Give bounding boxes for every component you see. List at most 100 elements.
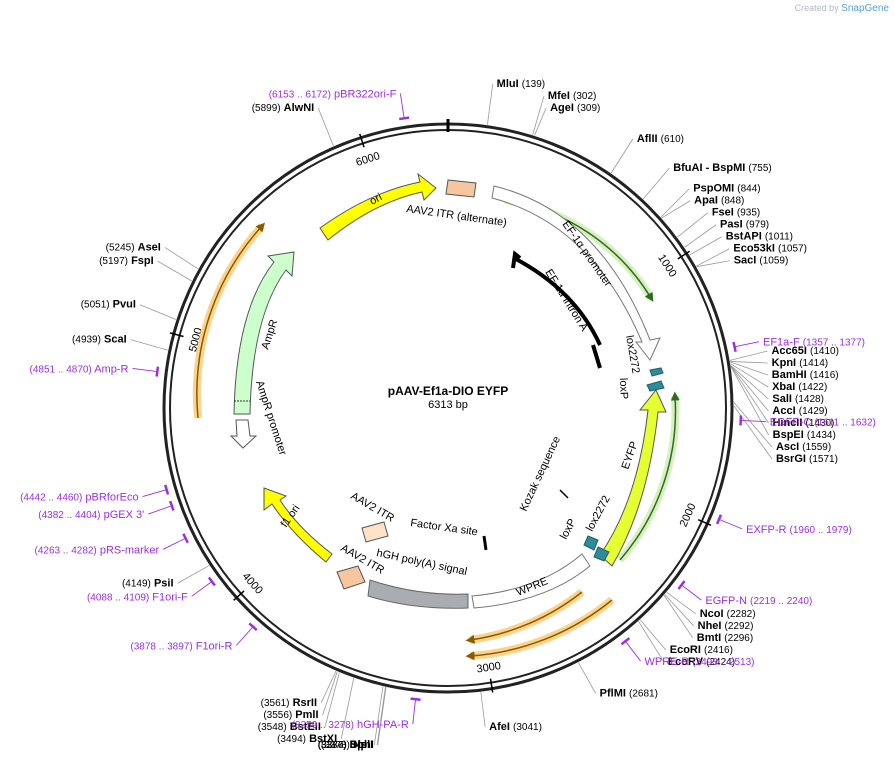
primer-label: (4851 .. 4870) Amp-R	[30, 363, 129, 375]
restriction-site-label: SacI (1059)	[734, 255, 789, 267]
site-connector	[660, 188, 690, 218]
feature-ampr-promoter	[229, 419, 258, 449]
primer-label: (4088 .. 4109) F1ori-F	[87, 591, 188, 603]
site-connector	[610, 138, 634, 174]
scale-tick-label: 2000	[678, 502, 699, 529]
orf-wpre-arrow-2	[465, 599, 613, 661]
feature-loxp-2	[593, 546, 610, 562]
label-ampr-promoter: AmpR promoter	[253, 379, 289, 457]
restriction-site-label: AccI (1429)	[772, 405, 827, 417]
site-connector	[578, 662, 597, 694]
restriction-site-label: MluI (139)	[497, 78, 545, 90]
primer-connector	[191, 581, 213, 597]
site-connector	[733, 402, 773, 448]
site-connector	[177, 565, 210, 584]
feature-factor-xa	[482, 535, 488, 551]
restriction-site-label: (3494) BstXI	[277, 733, 337, 745]
scale-tick	[233, 590, 245, 601]
restriction-site-label: PflMI (2681)	[600, 687, 658, 699]
site-connector	[320, 670, 337, 704]
site-connector	[666, 592, 696, 615]
feature-ampr	[233, 251, 295, 415]
site-connector	[730, 363, 769, 388]
orf-eyfp-arrow	[619, 391, 680, 561]
scale-tick	[489, 678, 494, 693]
primer-connector	[412, 699, 416, 725]
restriction-site-label: AfeI (3041)	[489, 721, 542, 733]
label-aav2-itr-1: AAV2 ITR	[349, 490, 397, 524]
feature-ef1a-intron	[511, 250, 602, 369]
restriction-site-label: (3548) BstEII	[258, 721, 321, 733]
orf-wpre-arrow-1	[465, 591, 583, 644]
site-connector	[340, 677, 355, 740]
feature-lox2272-1	[649, 367, 664, 377]
primer-mark	[164, 484, 170, 495]
scale-tick	[697, 518, 712, 527]
restriction-site-label: PasI (979)	[720, 219, 769, 231]
site-connector	[642, 167, 670, 200]
site-connector	[639, 619, 667, 651]
restriction-site-label: KpnI (1414)	[772, 357, 828, 369]
scale-tick	[169, 332, 184, 338]
label-ef1a-intron: EF-1α intron A	[542, 267, 590, 334]
primer-connector	[142, 489, 167, 498]
primer-label: (3878 .. 3897) F1ori-R	[130, 640, 232, 652]
site-connector	[532, 95, 545, 135]
feature-loxp-1	[646, 380, 665, 392]
restriction-site-label: AflII (610)	[637, 133, 684, 145]
plasmid-name: pAAV-Ef1a-DIO EYFP	[388, 384, 508, 398]
site-connector	[684, 224, 717, 248]
restriction-site-label: BspEI (1434)	[773, 429, 836, 441]
primer-connector	[625, 640, 641, 662]
site-connector	[696, 260, 730, 268]
feature-aav2-itr-1	[361, 521, 389, 543]
primer-label: EXFP-R (1960 .. 1979)	[746, 524, 852, 536]
restriction-site-label: BfuAI - BspMI (755)	[673, 162, 772, 174]
feature-hgh-polya	[367, 579, 469, 609]
site-lines	[130, 84, 773, 746]
orf-left-arrow	[196, 222, 266, 419]
primer-connector	[740, 420, 766, 422]
scale-tick-label: 4000	[240, 571, 265, 597]
site-connector	[696, 248, 730, 267]
restriction-site-label: SalI (1428)	[772, 393, 824, 405]
feature-ori	[319, 172, 437, 241]
site-connector	[376, 687, 386, 746]
restriction-site-label: (3376) SphI	[318, 739, 374, 751]
site-connector	[661, 200, 691, 219]
primer-connector	[132, 368, 158, 373]
restriction-site-label: EcoRV (2424)	[668, 656, 735, 668]
brand-name: SnapGene	[841, 3, 889, 14]
restriction-site-label: (3387) BlpI	[318, 739, 371, 751]
restriction-site-label: FseI (935)	[712, 207, 760, 219]
restriction-site-label: Eco53kI (1057)	[733, 243, 807, 255]
site-connector	[677, 212, 709, 238]
feature-lox2272-2	[583, 535, 599, 551]
primer-label: (4442 .. 4460) pBRforEco	[20, 492, 139, 504]
primer-connector	[681, 584, 702, 601]
restriction-site-label: Acc65I (1410)	[771, 345, 838, 357]
site-connector	[164, 247, 199, 270]
restriction-site-label: AgeI (309)	[550, 102, 600, 114]
label-kozak: Kozak sequence	[518, 434, 563, 513]
site-labels: MluI (139)MfeI (302)AgeI (309)AflII (610…	[72, 78, 839, 751]
restriction-site-label: NheI (2292)	[698, 620, 754, 632]
restriction-site-label: BmtI (2296)	[697, 632, 753, 644]
primer-connector	[162, 537, 186, 550]
restriction-site-label: BsrGI (1571)	[776, 453, 838, 465]
primer-label: EGFP-N (2219 .. 2240)	[705, 595, 812, 607]
label-aav2-itr-alternate: AAV2 ITR (alternate)	[406, 203, 508, 229]
restriction-site-label: HincII (1430)	[772, 417, 834, 429]
label-factor-xa: Factor Xa site	[410, 517, 479, 538]
primer-connector	[399, 93, 405, 119]
label-ampr: AmpR	[259, 318, 280, 351]
primer-label: EGFP-C (1611 .. 1632)	[770, 417, 876, 429]
feature-kozak	[559, 489, 569, 499]
label-lox2272-2: lox2272	[584, 494, 613, 534]
site-connector	[730, 365, 769, 400]
restriction-site-label: AscI (1559)	[776, 441, 831, 453]
scale-tick-label: 6000	[355, 150, 382, 169]
primer-label: EF1a-F (1357 .. 1377)	[763, 337, 865, 349]
primer-connector	[148, 505, 172, 515]
